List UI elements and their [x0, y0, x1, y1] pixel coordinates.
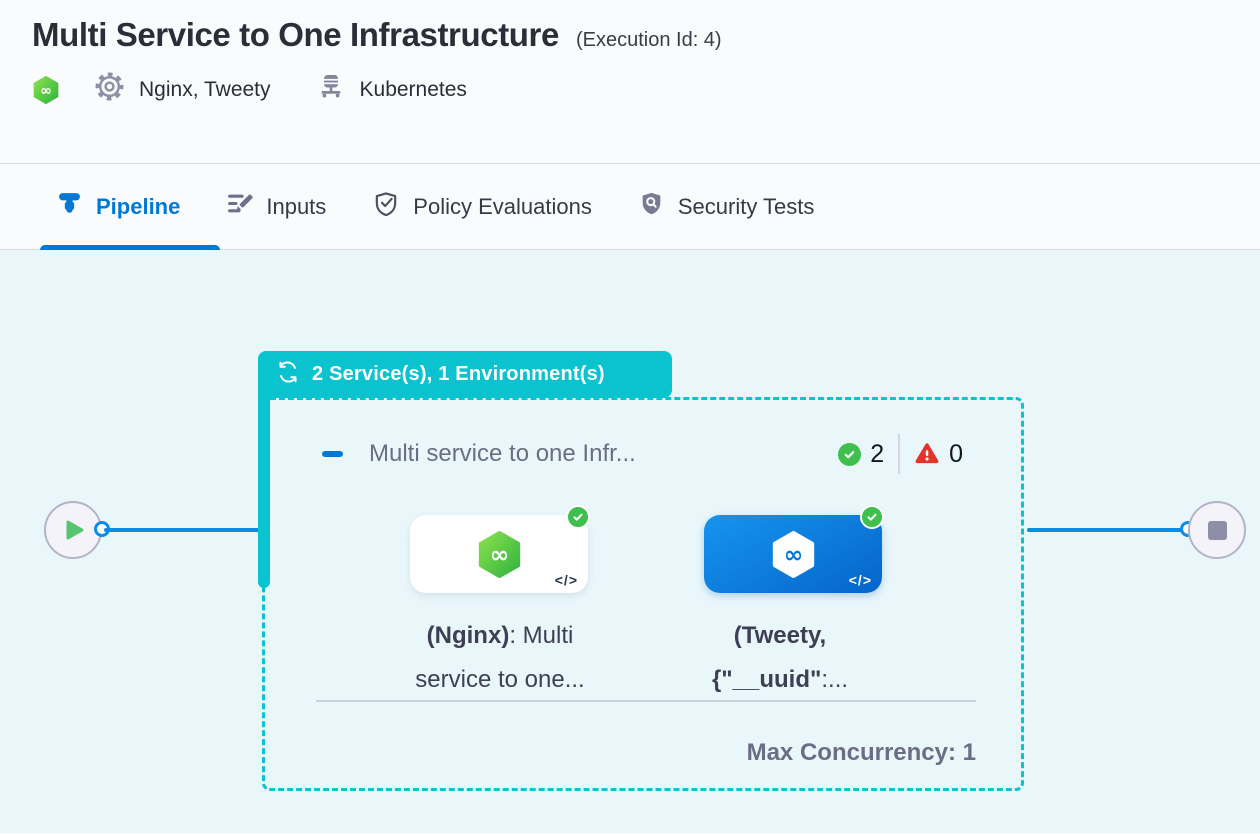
code-icon: </>: [848, 572, 872, 588]
stage-header: Multi service to one Infr... 2 0: [322, 434, 963, 474]
infrastructure-meta: Kubernetes: [316, 72, 467, 108]
service-label-line2: service to one...: [415, 666, 585, 693]
service-card-nginx[interactable]: ∞ </>: [410, 515, 588, 593]
tab-inputs[interactable]: Inputs: [226, 190, 326, 223]
tab-label: Inputs: [266, 193, 327, 219]
loop-icon: [276, 360, 300, 390]
service-success-badge: [566, 505, 590, 529]
stop-icon: [1207, 520, 1227, 540]
page-title: Multi Service to One Infrastructure: [32, 16, 559, 53]
pipeline-canvas: 2 Service(s), 1 Environment(s) Multi ser…: [0, 250, 1260, 833]
inputs-edit-icon: [226, 190, 253, 223]
success-count: 2: [870, 439, 885, 468]
infrastructure-name: Kubernetes: [359, 77, 467, 101]
stage-services-badge[interactable]: 2 Service(s), 1 Environment(s): [258, 351, 672, 398]
stage-name[interactable]: Multi service to one Infr...: [369, 440, 636, 467]
success-check-icon: [838, 442, 862, 466]
harness-service-icon-green: ∞: [476, 530, 523, 578]
services-meta: Nginx, Tweety: [94, 71, 271, 108]
tab-label: Security Tests: [677, 193, 815, 219]
services-names: Nginx, Tweety: [139, 77, 271, 101]
pipeline-icon: [56, 190, 83, 223]
service-label-line2: {"__uuid":...: [711, 666, 849, 693]
edge-start-to-stage: [104, 528, 260, 532]
service-card-tweety[interactable]: ∞ </>: [704, 515, 882, 593]
execution-header: Multi Service to One Infrastructure (Exe…: [0, 0, 1260, 164]
max-concurrency-label: Max Concurrency: 1: [746, 739, 976, 766]
tab-security-tests[interactable]: Security Tests: [638, 190, 815, 223]
service-label-line1: (Tweety,: [733, 622, 827, 649]
service-label-nginx: (Nginx): Multi service to one...: [390, 614, 610, 702]
meta-row: ∞ Nginx, Tweety: [32, 71, 1260, 108]
security-shield-icon: [638, 190, 665, 223]
gear-icon: [94, 71, 125, 108]
error-warning-icon: [914, 441, 940, 467]
stage-group-container[interactable]: Multi service to one Infr... 2 0: [262, 397, 1024, 791]
tab-bar: Pipeline Inputs: [0, 164, 1260, 250]
execution-id: (Execution Id: 4): [575, 29, 722, 51]
error-count: 0: [949, 439, 963, 468]
tab-pipeline[interactable]: Pipeline: [56, 190, 180, 223]
policy-shield-check-icon: [372, 190, 400, 224]
tab-label: Policy Evaluations: [413, 193, 592, 219]
harness-hexagon-icon: ∞: [32, 75, 60, 104]
stats-divider: [898, 434, 901, 474]
svg-text:∞: ∞: [783, 540, 803, 568]
edge-stage-to-end: [1027, 528, 1183, 532]
stage-divider: [316, 700, 976, 702]
infrastructure-rack-icon: [316, 72, 346, 108]
service-label-tweety: (Tweety, {"__uuid":...: [670, 614, 890, 702]
harness-service-icon-white: ∞: [770, 530, 817, 578]
active-tab-indicator: [40, 245, 220, 250]
stage-badge-label: 2 Service(s), 1 Environment(s): [312, 363, 605, 385]
tab-policy-evaluations[interactable]: Policy Evaluations: [372, 190, 592, 224]
svg-text:∞: ∞: [489, 540, 509, 568]
svg-text:∞: ∞: [40, 82, 52, 98]
stage-status-counts: 2 0: [838, 434, 963, 474]
service-success-badge: [860, 505, 884, 529]
code-icon: </>: [554, 572, 578, 588]
pipeline-end-node[interactable]: [1188, 501, 1246, 559]
title-row: Multi Service to One Infrastructure (Exe…: [32, 16, 1260, 54]
play-icon: [66, 520, 84, 540]
service-label-line1: (Nginx): Multi: [426, 622, 574, 649]
collapse-minus-icon[interactable]: [322, 451, 343, 457]
tab-label: Pipeline: [96, 193, 181, 219]
